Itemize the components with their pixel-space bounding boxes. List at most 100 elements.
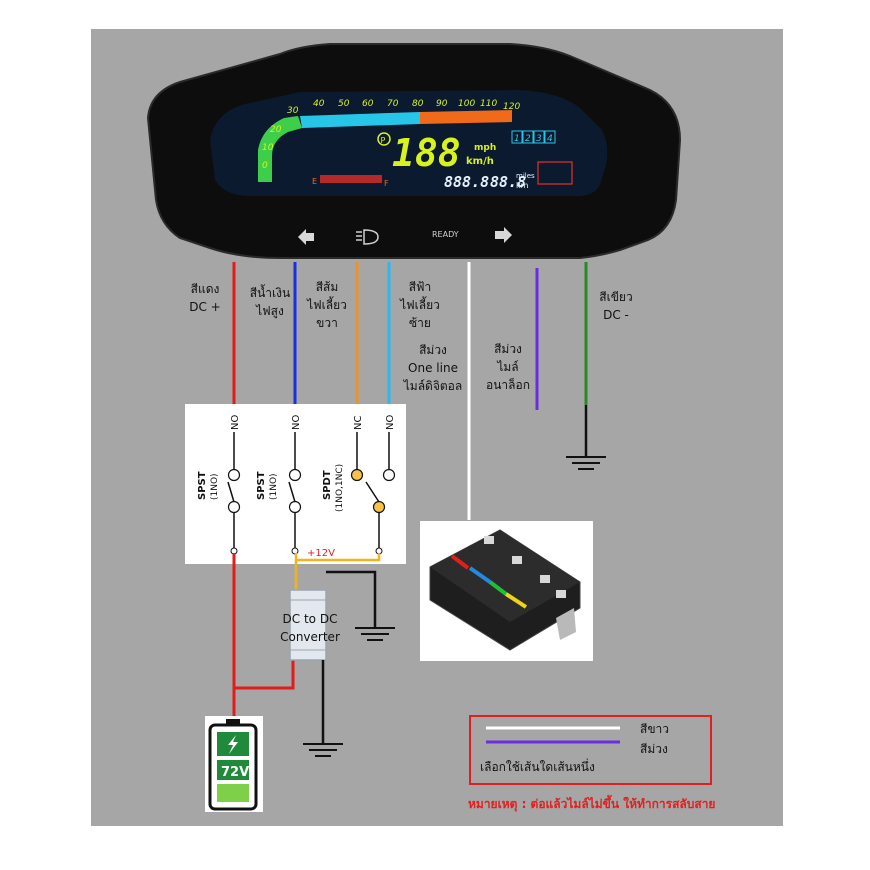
switch-contact [288, 468, 302, 482]
speed-tick-label: 0 [262, 161, 268, 171]
wire-converter-input [234, 660, 295, 690]
label-line: One line [408, 361, 458, 375]
gear-cell [511, 130, 523, 144]
switch-contact [288, 500, 302, 514]
label-line: สีม่วง [419, 343, 447, 357]
label-green-wire: สีเขียว DC - [590, 288, 642, 324]
label-skyblue-wire: สีฟ้า ไฟเลี้ยว ซ้าย [390, 278, 450, 332]
label-line: สีน้ำเงิน [249, 286, 291, 300]
trip-readout: 88.8 [490, 173, 526, 191]
label-orange-wire: สีส้ม ไฟเลี้ยว ขวา [298, 278, 356, 332]
label-line: Converter [280, 630, 340, 644]
speed-bar-orange [420, 110, 512, 124]
gear-number: 2 [525, 134, 531, 144]
controller-terminal [512, 556, 522, 564]
legend-box [469, 715, 712, 785]
label-line: DC to DC [282, 612, 338, 626]
switch-lever [288, 481, 296, 503]
battery-level-bar [320, 175, 382, 183]
switch-type-name: SPDT [322, 470, 333, 500]
label-line: DC + [189, 300, 221, 314]
label-line: ซ้าย [409, 316, 431, 330]
wire-converter-ground [326, 570, 377, 628]
speed-unit-top: mph [474, 143, 496, 153]
odo-unit-bottom: km [516, 181, 529, 190]
gear-number: 3 [536, 134, 542, 144]
legend-choice-text: เลือกใช้เส้นใดเส้นหนึ่ง [480, 760, 595, 774]
switch-lever [365, 481, 380, 503]
switch-lever [227, 481, 235, 503]
battery-cell-mid [217, 760, 249, 780]
speed-tick-label: 80 [412, 99, 424, 109]
speed-unit-bottom: km/h [466, 156, 494, 167]
label-line: สีส้ม [315, 280, 339, 294]
controller-stripe-green [488, 580, 508, 596]
controller-terminal [484, 536, 494, 544]
label-purple-wire: สีม่วง ไมล์ อนาล็อก [478, 340, 538, 394]
controller-terminal [540, 575, 550, 583]
speed-readout: 188 [392, 131, 461, 175]
controller-mount-tab [556, 608, 576, 640]
fuel-full-label: F [384, 179, 389, 188]
label-blue-wire: สีน้ำเงิน ไฟสูง [240, 284, 300, 320]
switch-type-spec: (1NO) [269, 473, 279, 500]
gear-cell [533, 130, 545, 144]
speed-tick-label: 30 [287, 106, 299, 116]
gear-number: 4 [547, 134, 553, 144]
label-white-wire: สีม่วง One line ไมล์ดิจิตอล [396, 341, 470, 395]
speed-tick-label: 90 [436, 99, 448, 109]
gear-cell [544, 130, 556, 144]
label-line: ไฟเลี้ยว [400, 298, 440, 312]
switch-contact [372, 500, 386, 514]
gear-number: 1 [514, 134, 520, 144]
label-line: อนาล็อก [486, 378, 530, 392]
battery-terminal [226, 719, 240, 725]
supply-label: +12V [307, 548, 335, 559]
switch-type-name: SPST [197, 471, 208, 500]
switch-contact [382, 468, 396, 482]
fuel-empty-label: E [312, 177, 317, 186]
gear-cell [522, 130, 534, 144]
controller-stripe-yellow [504, 592, 528, 609]
speed-tick-label: 60 [362, 99, 374, 109]
ground-symbol-1 [566, 456, 606, 470]
label-line: ไฟเลี้ยว [307, 298, 347, 312]
controller-top-face [430, 530, 580, 622]
legend-purple-label: สีม่วง [640, 742, 668, 756]
speed-tick-label: 20 [270, 125, 282, 135]
ready-label: READY [432, 230, 459, 239]
terminal-label: NO [291, 415, 302, 430]
controller-stripe-red [450, 554, 470, 570]
dc-converter-box [289, 589, 327, 661]
switch-bodies: SPST(1NO)SPST(1NO)SPDT(1NO,1NC) [197, 464, 386, 555]
terminal-label: NO [385, 415, 396, 430]
switch-type-spec: (1NO) [210, 473, 220, 500]
speed-bar-cyan [300, 112, 420, 128]
wire-12v-bus [294, 553, 381, 562]
converter-label: DC to DC Converter [272, 610, 348, 646]
park-indicator-icon [377, 132, 391, 146]
odo-unit-top: miles [516, 172, 535, 180]
switch-contact [227, 500, 241, 514]
switch-contact [350, 468, 364, 482]
label-line: ขวา [316, 316, 338, 330]
label-line: สีแดง [190, 282, 220, 296]
label-line: สีเขียว [599, 290, 633, 304]
controller-stripe-blue [468, 566, 492, 584]
label-line: ไมล์ [497, 360, 519, 374]
headlight-icon [356, 229, 379, 245]
terminal-label: NO [230, 415, 241, 430]
ground-symbol-2 [355, 627, 395, 641]
warning-icons-box [537, 161, 573, 185]
label-line: สีม่วง [494, 342, 522, 356]
note-text: หมายเหตุ : ต่อแล้วไมล์ไม่ขึ้น ให้ทำการสล… [468, 797, 716, 811]
label-red-wire: สีแดง DC + [178, 280, 232, 316]
park-label: P [381, 136, 386, 145]
right-turn-icon [495, 227, 512, 243]
speed-tick-label: 40 [313, 99, 325, 109]
left-turn-icon [298, 229, 314, 245]
